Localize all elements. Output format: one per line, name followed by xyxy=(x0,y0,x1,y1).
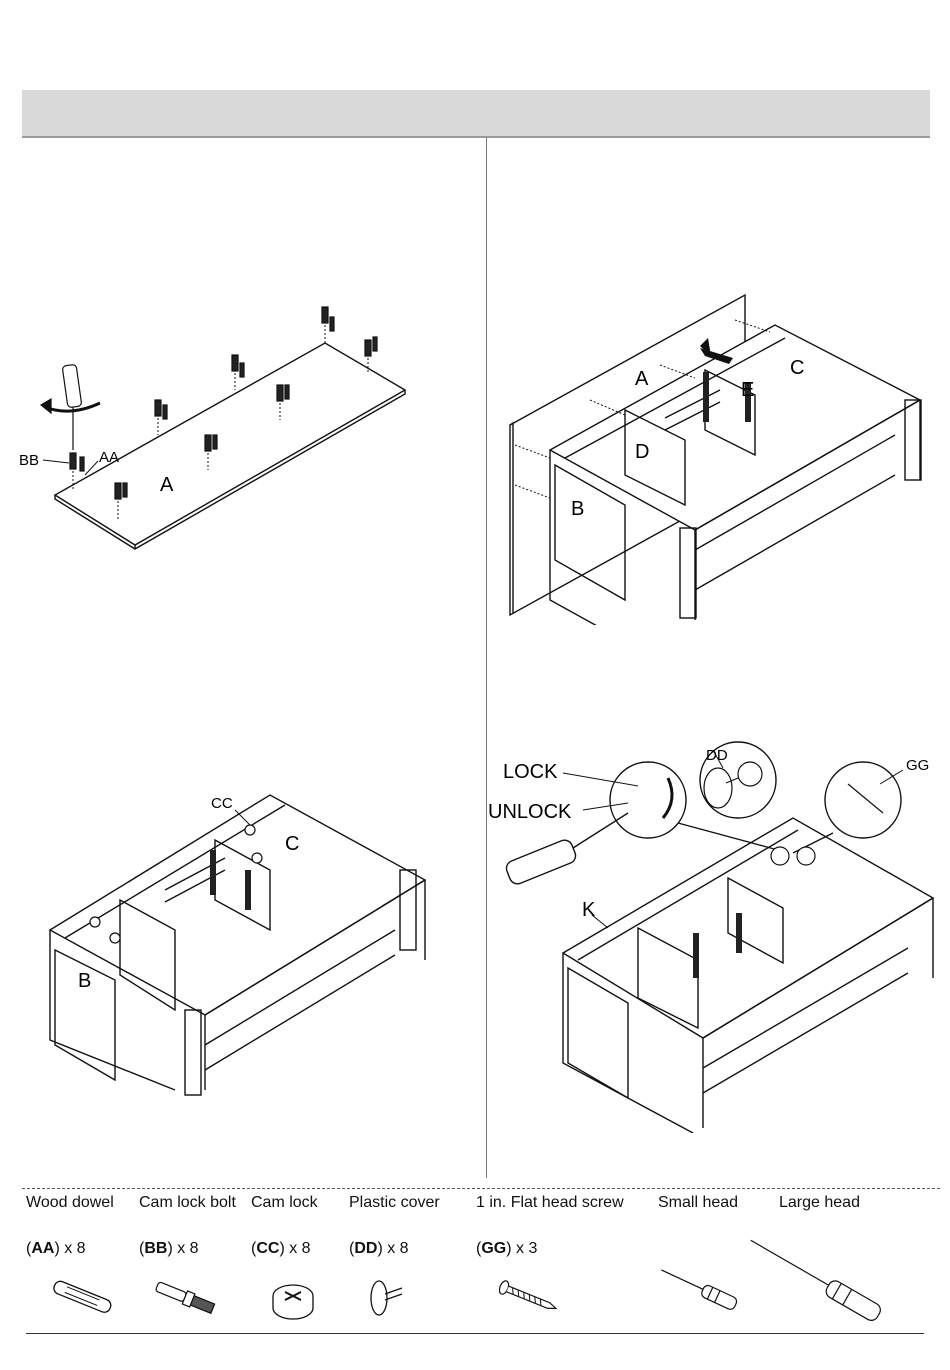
part-small-screwdriver: Small head xyxy=(658,1194,738,1212)
part-plastic-cover: Plastic cover (DD) x 8 xyxy=(349,1194,440,1212)
part-qty: (AA) x 8 xyxy=(26,1240,86,1258)
label-panel-e: E xyxy=(741,379,754,401)
part-qty: (DD) x 8 xyxy=(349,1240,409,1258)
cam-lock-bolt-icon xyxy=(149,1276,229,1321)
label-dd: DD xyxy=(706,747,728,764)
label-cc: CC xyxy=(211,795,233,812)
label-panel-a: A xyxy=(635,368,649,390)
part-name: Cam lock bolt xyxy=(139,1194,236,1212)
cam-lock-frame-diagram: CC C B xyxy=(45,790,435,1100)
step3-illustration: CC C B xyxy=(45,790,435,1100)
frame-back-panel-diagram: A C E D B xyxy=(505,290,935,625)
plastic-cover-icon xyxy=(357,1276,437,1326)
step2-illustration: A C E D B xyxy=(505,290,935,625)
part-flat-head-screw: 1 in. Flat head screw (GG) x 3 xyxy=(476,1194,624,1212)
step4-illustration: LOCK UNLOCK DD GG K xyxy=(488,738,938,1133)
label-panel-b: B xyxy=(571,498,584,520)
label-unlock: UNLOCK xyxy=(488,801,572,823)
label-panel-c: C xyxy=(285,833,299,855)
lock-cover-screw-diagram: LOCK UNLOCK DD GG K xyxy=(488,738,938,1133)
part-qty: (CC) x 8 xyxy=(251,1240,311,1258)
label-panel-d: D xyxy=(635,441,649,463)
label-bb: BB xyxy=(19,452,39,469)
label-aa: AA xyxy=(99,449,119,466)
part-cam-lock-bolt: Cam lock bolt (BB) x 8 xyxy=(139,1194,236,1212)
step-divider xyxy=(486,138,487,1178)
label-panel-k: K xyxy=(582,899,596,921)
part-wood-dowel: Wood dowel (AA) x 8 xyxy=(26,1194,114,1212)
large-screwdriver-icon xyxy=(739,1232,899,1332)
part-name: Plastic cover xyxy=(349,1194,440,1212)
step1-illustration: BB AA A xyxy=(15,295,415,555)
cam-lock-icon xyxy=(263,1276,343,1326)
part-name: Cam lock xyxy=(251,1194,318,1212)
label-lock: LOCK xyxy=(503,761,558,783)
label-panel-c: C xyxy=(790,357,804,379)
label-gg: GG xyxy=(906,757,929,774)
part-qty: (BB) x 8 xyxy=(139,1240,199,1258)
label-panel-a: A xyxy=(160,474,174,496)
label-panel-b: B xyxy=(78,970,91,992)
panel-a-bolts-diagram: BB AA A xyxy=(15,295,415,555)
part-name: 1 in. Flat head screw xyxy=(476,1194,624,1212)
part-cam-lock: Cam lock (CC) x 8 xyxy=(251,1194,318,1212)
part-qty: (GG) x 3 xyxy=(476,1240,537,1258)
part-name: Wood dowel xyxy=(26,1194,114,1212)
wood-dowel-icon xyxy=(44,1276,124,1321)
parts-list-divider xyxy=(22,1188,940,1189)
part-large-screwdriver: Large head xyxy=(779,1194,860,1212)
step-header-bar xyxy=(22,90,930,138)
part-name: Small head xyxy=(658,1194,738,1212)
flat-head-screw-icon xyxy=(490,1276,580,1321)
parts-list-bottom-rule xyxy=(26,1333,924,1334)
part-name: Large head xyxy=(779,1194,860,1212)
